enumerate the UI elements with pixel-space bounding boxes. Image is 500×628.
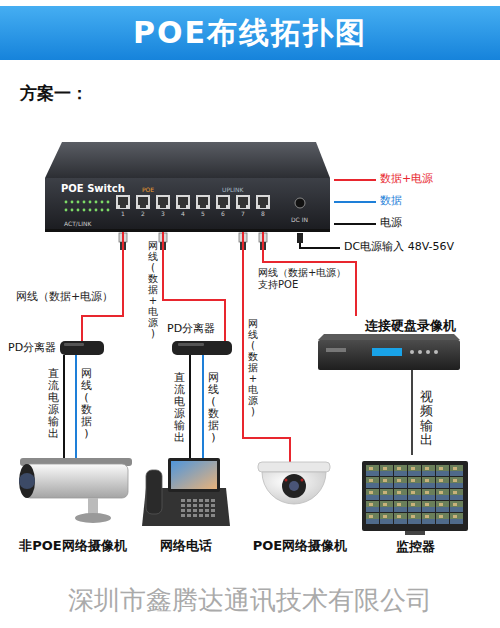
dome-camera: POE网络摄像机 <box>246 448 354 558</box>
cable-connector <box>189 368 191 448</box>
legend-line <box>334 179 376 181</box>
port-group-label: POE <box>142 187 154 194</box>
cable-label: 直流电源输出 <box>48 368 59 441</box>
cable-label: 网线(数据) <box>81 368 92 441</box>
nvr-icon <box>318 334 460 378</box>
pd-splitter-icon <box>60 336 104 362</box>
node-label: PD分离器 <box>8 341 56 354</box>
cable-label: 网线(数据+电源) <box>148 240 158 339</box>
cable-label: 视频输出 <box>420 390 433 447</box>
nvr-recorder: 连接硬盘录像机 <box>316 316 462 378</box>
legend-text: 数据+电源 <box>380 172 433 185</box>
power-input-label: DC电源输入 48V-56V <box>344 241 454 254</box>
port-number: 3 <box>161 211 165 218</box>
title-band: POE布线拓扑图 <box>0 6 500 60</box>
node-label: POE网络摄像机 <box>253 538 347 554</box>
cable-connector <box>63 362 65 448</box>
port-number: 5 <box>201 211 205 218</box>
cable-connector <box>243 232 290 448</box>
node-label: PD分离器 <box>167 322 215 335</box>
watermark: 深圳市鑫腾达通讯技术有限公司 <box>68 586 432 616</box>
monitor-icon <box>362 461 468 535</box>
pd-splitter: PD分离器 <box>4 336 112 362</box>
cable-label: 网线（数据+电源） <box>16 290 113 303</box>
switch-illustration <box>45 142 330 232</box>
ip-phone-icon <box>142 448 230 526</box>
cable-connector <box>163 232 225 322</box>
port-number: 4 <box>181 211 185 218</box>
port-number: 1 <box>121 211 125 218</box>
section-label: 方案一： <box>20 84 88 104</box>
cable-label: 直流电源输出 <box>174 372 185 445</box>
cable-label: 网线(数据) <box>208 372 219 445</box>
dc-plug <box>297 233 340 248</box>
port-group-label: UPLINK <box>222 187 244 194</box>
port-number: 2 <box>141 211 145 218</box>
node-label: 连接硬盘录像机 <box>365 318 456 334</box>
bullet-camera: 非POE网络摄像机 <box>6 448 140 558</box>
cable-connector <box>75 362 77 448</box>
diagram-title: POE布线拓扑图 <box>133 13 367 54</box>
led-label: ACT/LINK <box>64 221 91 228</box>
dome-camera-icon <box>258 448 330 504</box>
node-label: 监控器 <box>396 539 435 555</box>
node-label: 网络电话 <box>160 538 212 554</box>
legend-text: 电源 <box>380 216 402 229</box>
cable-connector <box>411 378 413 455</box>
monitor: 监控器 <box>358 455 472 559</box>
bullet-camera-icon <box>19 448 132 523</box>
cable-label: 网线（数据+电源） 支持POE <box>258 267 350 291</box>
ip-phone: 网络电话 <box>140 448 232 558</box>
pd-splitter: PD分离器 <box>165 322 237 368</box>
legend-text: 数据 <box>380 194 402 207</box>
legend-line <box>334 201 376 203</box>
node-label: POE Switch <box>61 183 125 195</box>
cable-connector <box>82 232 123 336</box>
cable-label: 网线(数据+电源) <box>248 318 258 417</box>
legend-line <box>334 223 376 225</box>
port-number: 7 <box>241 211 245 218</box>
power-port-label: DC IN <box>291 217 308 224</box>
cable-connector <box>202 368 204 448</box>
port-number: 6 <box>221 211 225 218</box>
node-label: 非POE网络摄像机 <box>19 538 126 554</box>
port-number: 8 <box>261 211 265 218</box>
